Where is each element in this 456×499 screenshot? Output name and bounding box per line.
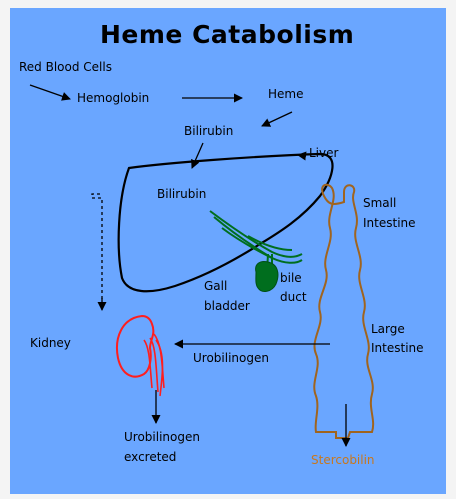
label-urobilinogen-excreted-line1: Urobilinogen	[124, 429, 200, 446]
label-bilirubin-liver: Bilirubin	[157, 186, 206, 203]
diagram-panel: Heme Catabolism Red Blood Cells Hemoglob…	[10, 8, 446, 494]
diagram-drawing	[10, 8, 446, 494]
label-small-intestine-line1: Small	[363, 195, 396, 212]
arrow-bilirubin-to-liver	[192, 143, 203, 168]
gall-bladder-shape	[256, 261, 278, 291]
label-stercobilin: Stercobilin	[311, 452, 375, 469]
label-urobilinogen: Urobilinogen	[193, 350, 269, 367]
label-small-intestine-line2: Intestine	[363, 215, 416, 232]
arrow-rbc-to-hemoglobin	[30, 85, 70, 99]
label-urobilinogen-excreted-line2: excreted	[124, 449, 176, 466]
ureter	[144, 334, 164, 396]
bile-duct	[210, 211, 302, 272]
label-large-intestine-line1: Large	[371, 321, 405, 338]
label-bile-line2: duct	[280, 289, 307, 306]
label-bilirubin-top: Bilirubin	[184, 123, 233, 140]
label-red-blood-cells: Red Blood Cells	[19, 59, 112, 76]
label-liver: Liver	[309, 145, 338, 162]
label-bile-line1: bile	[280, 270, 302, 287]
label-kidney: Kidney	[30, 335, 71, 352]
diagram-title: Heme Catabolism	[100, 20, 354, 50]
label-gall-line1: Gall	[204, 278, 227, 295]
label-gall-line2: bladder	[204, 298, 250, 315]
label-large-intestine-line2: Intestine	[371, 340, 424, 357]
arrow-heme-to-bilirubin	[262, 112, 292, 126]
label-hemoglobin: Hemoglobin	[77, 90, 149, 107]
label-heme: Heme	[268, 86, 303, 103]
kidney-outline	[117, 316, 153, 377]
liver-to-kidney-dotted	[92, 194, 102, 308]
